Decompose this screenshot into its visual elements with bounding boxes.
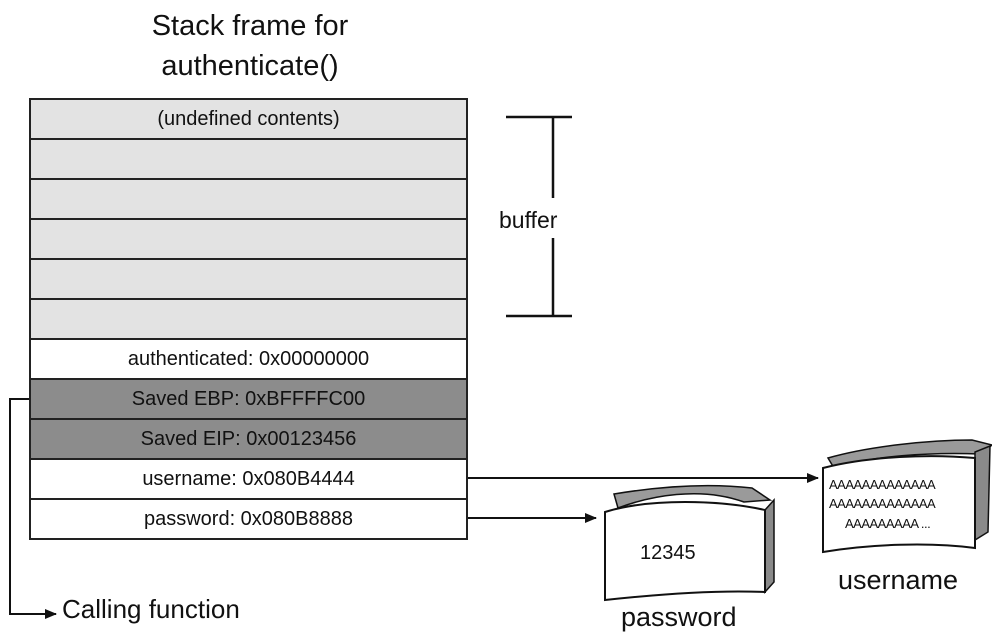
password-buffer-sheet bbox=[604, 484, 775, 602]
stack-frame: (undefined contents) authenticated: 0x00… bbox=[29, 98, 468, 540]
stack-row-saved-eip: Saved EIP: 0x00123456 bbox=[31, 420, 466, 460]
stack-row-authenticated: authenticated: 0x00000000 bbox=[31, 340, 466, 380]
username-buffer-line-3: AAAAAAAAA ... bbox=[845, 516, 931, 531]
username-buffer-sheet bbox=[822, 439, 992, 554]
stack-row-password-pointer: password: 0x080B8888 bbox=[31, 500, 466, 538]
stack-row-buffer-0: (undefined contents) bbox=[31, 100, 466, 140]
diagram-title-line-1: Stack frame for bbox=[151, 10, 349, 42]
password-label: password bbox=[621, 602, 737, 632]
diagram-title-line-2: authenticate() bbox=[161, 50, 339, 82]
username-buffer-line-1: AAAAAAAAAAAAA bbox=[829, 477, 936, 492]
username-label: username bbox=[838, 565, 959, 595]
username-buffer-line-2: AAAAAAAAAAAAA bbox=[829, 496, 936, 511]
stack-row-buffer-4 bbox=[31, 260, 466, 300]
stack-row-username-pointer: username: 0x080B4444 bbox=[31, 460, 466, 500]
password-buffer-value: 12345 bbox=[640, 542, 696, 564]
stack-row-buffer-3 bbox=[31, 220, 466, 260]
stack-row-buffer-1 bbox=[31, 140, 466, 180]
buffer-label: buffer bbox=[499, 207, 558, 233]
calling-function-arrow bbox=[9, 398, 57, 619]
buffer-bracket bbox=[506, 115, 572, 318]
stack-row-saved-ebp: Saved EBP: 0xBFFFFC00 bbox=[31, 380, 466, 420]
stack-row-buffer-5 bbox=[31, 300, 466, 340]
stack-row-buffer-2 bbox=[31, 180, 466, 220]
calling-function-label: Calling function bbox=[62, 594, 240, 624]
